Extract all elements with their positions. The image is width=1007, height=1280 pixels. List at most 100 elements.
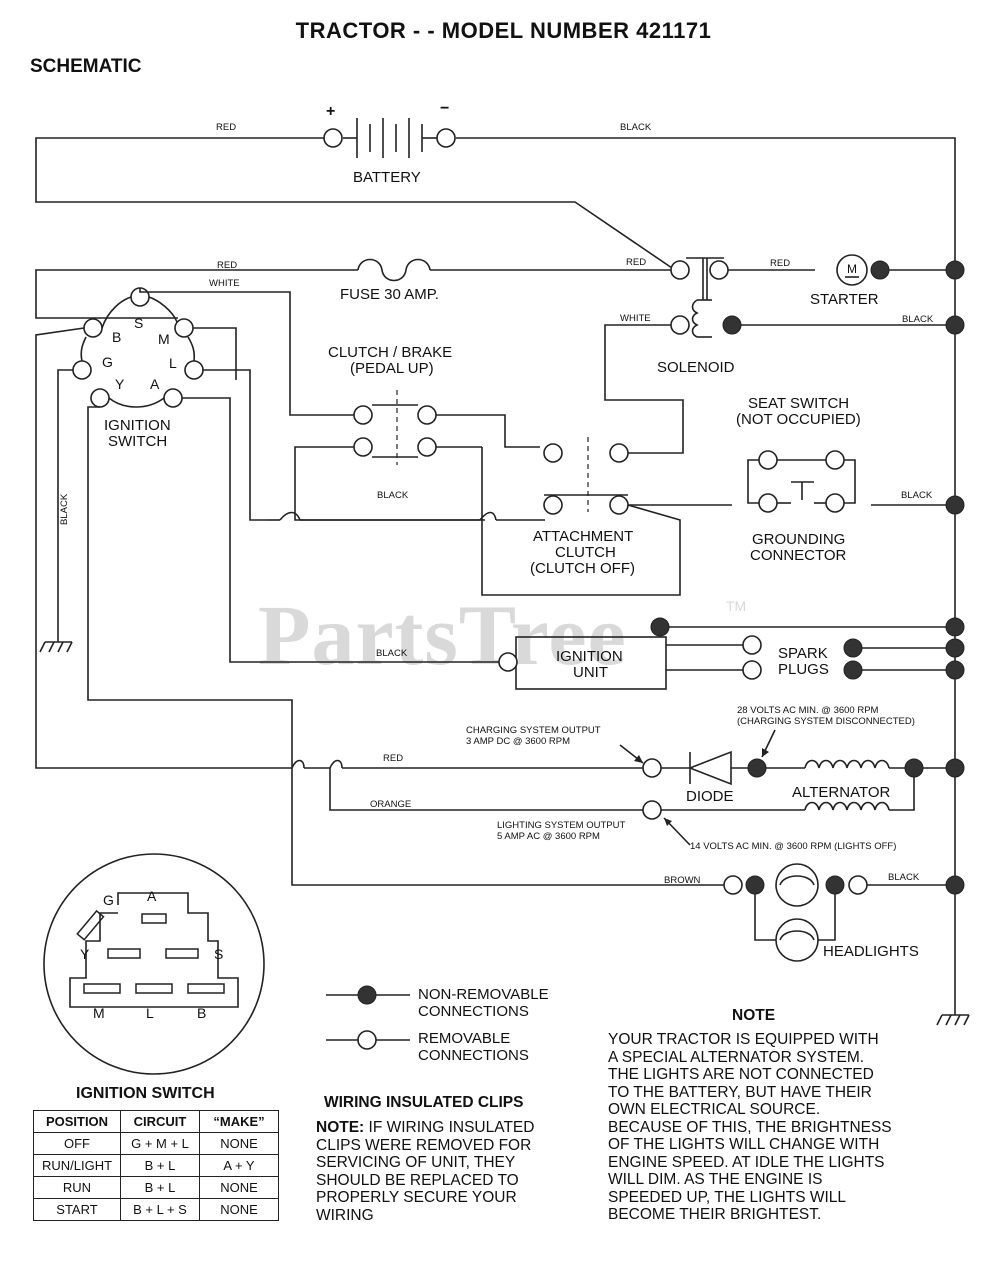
- clips-note-line: IF WIRING INSULATED: [364, 1119, 535, 1136]
- ignition-switch-label-1: IGNITION: [104, 417, 171, 434]
- legend-removable-2: CONNECTIONS: [418, 1047, 529, 1064]
- charging-output-label-1: CHARGING SYSTEM OUTPUT: [466, 725, 601, 736]
- ignition-switch-table: POSITION CIRCUIT “MAKE” OFF G + M + L NO…: [33, 1110, 279, 1221]
- ignition-table-header: “MAKE”: [199, 1110, 279, 1133]
- spark-plugs-label-2: PLUGS: [778, 661, 829, 678]
- table-cell: START: [33, 1198, 121, 1221]
- diode-label: DIODE: [686, 788, 734, 805]
- ignition-switch-label-2: SWITCH: [108, 433, 168, 450]
- note-line: OWN ELECTRICAL SOURCE.: [608, 1101, 821, 1118]
- clutch-brake-box: [337, 383, 455, 473]
- wire-label-red-starter: RED: [770, 258, 791, 269]
- volts-28-label-2: (CHARGING SYSTEM DISCONNECTED): [737, 716, 915, 727]
- table-cell: OFF: [33, 1132, 121, 1155]
- clips-note-line: WIRING: [316, 1206, 374, 1224]
- connector-pin-b: B: [197, 1005, 207, 1021]
- seat-switch-label-2: (NOT OCCUPIED): [736, 411, 861, 428]
- volts-14-label: 14 VOLTS AC MIN. @ 3600 RPM (LIGHTS OFF): [690, 841, 897, 852]
- ignition-table-header-row: POSITION CIRCUIT “MAKE”: [33, 1110, 279, 1133]
- wire-label-red-solenoid: RED: [626, 257, 647, 268]
- table-cell: RUN: [33, 1176, 121, 1199]
- attachment-clutch-label-2: CLUTCH: [555, 544, 616, 561]
- volts-28-label-1: 28 VOLTS AC MIN. @ 3600 RPM: [737, 705, 879, 716]
- table-cell: NONE: [199, 1198, 279, 1221]
- battery-minus-label: −: [440, 100, 450, 117]
- wire-label-black-seat: BLACK: [901, 490, 933, 501]
- wire-label-brown-headlight: BROWN: [664, 875, 701, 886]
- headlights-label: HEADLIGHTS: [823, 943, 919, 960]
- alternator-label: ALTERNATOR: [792, 784, 891, 801]
- grounding-connector-label-2: CONNECTOR: [750, 547, 847, 564]
- table-row: RUN B + L NONE: [33, 1176, 279, 1199]
- battery-label: BATTERY: [353, 169, 421, 186]
- ignition-table-header: POSITION: [33, 1110, 121, 1133]
- clips-note-line: CLIPS WERE REMOVED FOR: [316, 1136, 532, 1154]
- legend-non-removable-2: CONNECTIONS: [418, 1003, 529, 1020]
- clips-note-line: SERVICING OF UNIT, THEY: [316, 1154, 516, 1171]
- table-cell: B + L: [120, 1176, 200, 1199]
- legend-removable-1: REMOVABLE: [418, 1030, 511, 1047]
- connector-pin-a: A: [147, 888, 157, 904]
- clutch-brake-label-1: CLUTCH / BRAKE: [328, 344, 453, 361]
- note-line: SPEEDED UP, THE LIGHTS WILL: [608, 1188, 847, 1206]
- clips-note-line: SHOULD BE REPLACED TO: [316, 1171, 519, 1189]
- battery-symbol: [343, 118, 437, 158]
- note-heading: NOTE: [732, 1007, 776, 1024]
- table-cell: RUN/LIGHT: [33, 1154, 121, 1177]
- ign-pin-l: L: [169, 355, 177, 371]
- page-title: TRACTOR - - MODEL NUMBER 421171: [295, 18, 712, 43]
- ignition-table-caption: IGNITION SWITCH: [76, 1085, 215, 1102]
- wire-label-red-charging: RED: [383, 753, 404, 764]
- wire-label-black-clutch: BLACK: [377, 490, 409, 501]
- ign-pin-m: M: [158, 331, 170, 347]
- table-row: RUN/LIGHT B + L A + Y: [33, 1154, 279, 1177]
- note-line: THE LIGHTS ARE NOT CONNECTED: [608, 1066, 874, 1083]
- clips-note-lead: NOTE:: [316, 1119, 365, 1136]
- connector-pin-y: Y: [80, 946, 90, 962]
- note-line: OF THE LIGHTS WILL CHANGE WITH: [608, 1136, 880, 1153]
- charging-output-label-2: 3 AMP DC @ 3600 RPM: [466, 736, 570, 747]
- ign-pin-s: S: [134, 315, 144, 331]
- clips-note-body: NOTE: IF WIRING INSULATED CLIPS WERE REM…: [316, 1119, 534, 1224]
- table-cell: NONE: [199, 1176, 279, 1199]
- ignition-switch-symbol: [72, 287, 204, 408]
- ignition-connector-face: [43, 853, 265, 1075]
- wire-label-black-ignition-unit: BLACK: [376, 648, 408, 659]
- table-cell: B + L: [120, 1154, 200, 1177]
- note-line: BECOME THEIR BRIGHTEST.: [608, 1206, 822, 1223]
- wire-label-black-battery: BLACK: [620, 122, 652, 133]
- ign-pin-y: Y: [115, 376, 125, 392]
- note-line: TO THE BATTERY, BUT HAVE THEIR: [608, 1083, 872, 1101]
- table-row: OFF G + M + L NONE: [33, 1132, 279, 1155]
- starter-motor-symbol: M: [847, 262, 857, 276]
- spark-plugs-label-1: SPARK: [778, 645, 828, 662]
- legend-non-removable-1: NON-REMOVABLE: [418, 986, 549, 1003]
- note-line: WILL DIM. AS THE ENGINE IS: [608, 1171, 823, 1188]
- connector-pin-g: G: [103, 892, 114, 908]
- table-row: START B + L + S NONE: [33, 1198, 279, 1221]
- lighting-output-label-1: LIGHTING SYSTEM OUTPUT: [497, 820, 626, 831]
- connector-pin-l: L: [146, 1005, 154, 1021]
- clips-note-line: PROPERLY SECURE YOUR: [316, 1189, 517, 1206]
- note-line: A SPECIAL ALTERNATOR SYSTEM.: [608, 1048, 865, 1066]
- note-line: BECAUSE OF THIS, THE BRIGHTNESS: [608, 1118, 892, 1136]
- wire-label-red-fuse: RED: [217, 260, 238, 271]
- ignition-unit-label-2: UNIT: [573, 664, 608, 681]
- attachment-clutch-label-1: ATTACHMENT: [533, 528, 634, 545]
- connector-pin-s: S: [214, 946, 224, 962]
- attachment-clutch-label-3: (CLUTCH OFF): [530, 560, 635, 577]
- watermark-trademark: TM: [726, 598, 747, 614]
- wire-label-white-switch: WHITE: [209, 278, 240, 289]
- fuse-label: FUSE 30 AMP.: [340, 286, 439, 303]
- wire-label-white-solenoid: WHITE: [620, 313, 651, 324]
- wire-label-red-battery: RED: [216, 122, 237, 133]
- watermark: PartsTree: [258, 587, 627, 683]
- ignition-unit-label-1: IGNITION: [556, 648, 623, 665]
- ign-pin-a: A: [150, 376, 160, 392]
- wire-label-black-solenoid: BLACK: [902, 314, 934, 325]
- wire-label-orange-lighting: ORANGE: [370, 799, 412, 810]
- ign-pin-b: B: [112, 329, 122, 345]
- table-cell: A + Y: [199, 1154, 279, 1177]
- starter-label: STARTER: [810, 291, 879, 308]
